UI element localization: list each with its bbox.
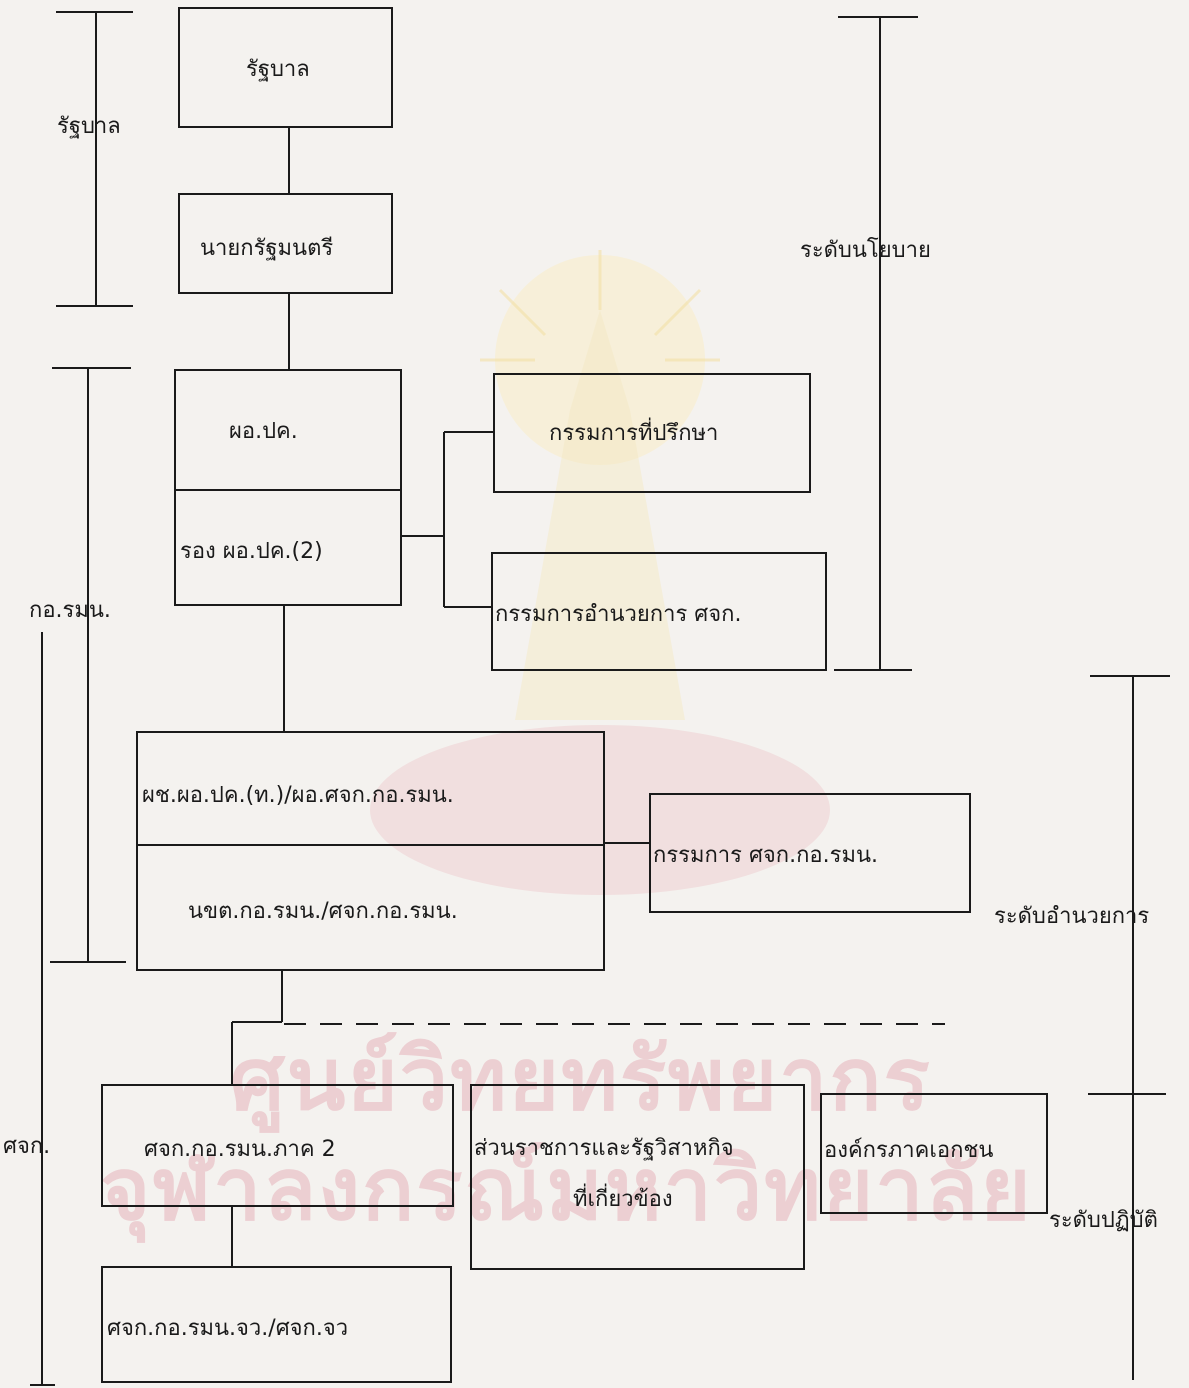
box-prime-minister: นายกรัฐมนตรี bbox=[178, 193, 393, 294]
right-label-command-level: ระดับอำนวยการ bbox=[994, 904, 1150, 929]
box-policy-staff-label: นขต.กอ.รมน./ศจก.กอ.รมน. bbox=[188, 899, 458, 924]
box-command-committee-label: กรรมการอำนวยการ ศจก. bbox=[495, 602, 742, 627]
box-committee-sjk-label: กรรมการ ศจก.กอ.รมน. bbox=[653, 843, 878, 868]
right-label-policy-level: ระดับนโยบาย bbox=[800, 238, 931, 263]
box-prime-minister-label: นายกรัฐมนตรี bbox=[200, 236, 334, 261]
box-private-orgs: องค์กรภาคเอกชน bbox=[820, 1093, 1048, 1214]
box-province-center-label: ศจก.กอ.รมน.จว./ศจก.จว bbox=[107, 1316, 349, 1341]
watermark-emblem bbox=[330, 250, 870, 950]
box-director-divider bbox=[176, 489, 400, 491]
box-government-agencies-label-1: ส่วนราชการและรัฐวิสาหกิจ bbox=[474, 1136, 734, 1161]
box-committee-sjk: กรรมการ ศจก.กอ.รมน. bbox=[649, 793, 971, 913]
box-advisory-committee: กรรมการที่ปรึกษา bbox=[493, 373, 811, 493]
box-government: รัฐบาล bbox=[178, 7, 393, 128]
left-label-sjk: ศจก. bbox=[3, 1134, 51, 1159]
box-assistant-director-divider bbox=[138, 844, 603, 846]
box-government-label: รัฐบาล bbox=[246, 57, 310, 82]
box-region-center: ศจก.กอ.รมน.ภาค 2 bbox=[101, 1084, 454, 1207]
box-director-label: ผอ.ปค. bbox=[229, 419, 298, 444]
left-label-government: รัฐบาล bbox=[57, 114, 121, 139]
left-label-isoc: กอ.รมน. bbox=[29, 598, 111, 623]
box-province-center: ศจก.กอ.รมน.จว./ศจก.จว bbox=[101, 1266, 452, 1383]
box-private-orgs-label: องค์กรภาคเอกชน bbox=[824, 1138, 994, 1163]
box-assistant-director: ผช.ผอ.ปค.(ท.)/ผอ.ศจก.กอ.รมน. นขต.กอ.รมน.… bbox=[136, 731, 605, 971]
box-deputy-director-label: รอง ผอ.ปค.(2) bbox=[180, 539, 323, 564]
box-command-committee: กรรมการอำนวยการ ศจก. bbox=[491, 552, 827, 671]
box-government-agencies-label-2: ที่เกี่ยวข้อง bbox=[573, 1187, 673, 1212]
box-assistant-director-label: ผช.ผอ.ปค.(ท.)/ผอ.ศจก.กอ.รมน. bbox=[142, 783, 454, 808]
watermark-line2: จุฬาลงกรณ์มหาวิทยาลัย bbox=[100, 1139, 1033, 1240]
box-government-agencies: ส่วนราชการและรัฐวิสาหกิจ ที่เกี่ยวข้อง bbox=[470, 1084, 805, 1270]
box-advisory-committee-label: กรรมการที่ปรึกษา bbox=[549, 421, 719, 446]
right-label-operational-level: ระดับปฏิบัติ bbox=[1049, 1208, 1158, 1233]
watermark-line1: ศูนย์วิทยทรัพยากร bbox=[230, 1029, 932, 1130]
box-director: ผอ.ปค. รอง ผอ.ปค.(2) bbox=[174, 369, 402, 606]
box-region-center-label: ศจก.กอ.รมน.ภาค 2 bbox=[144, 1137, 336, 1162]
